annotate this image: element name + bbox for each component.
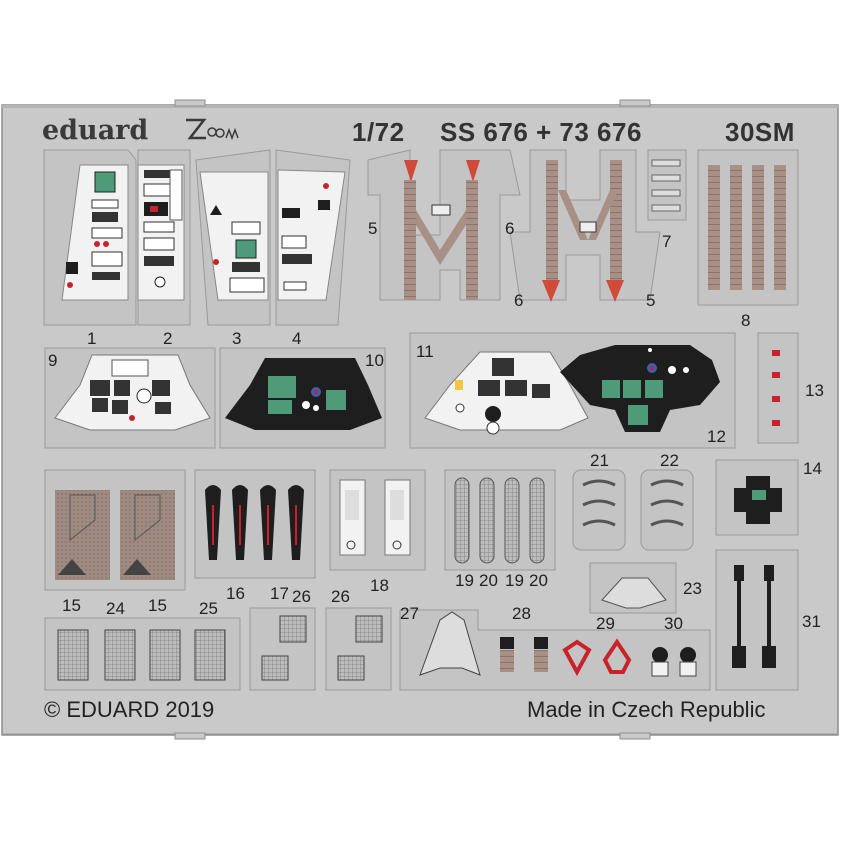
scale: 1/72 — [352, 117, 405, 147]
part-12-panel — [560, 345, 720, 432]
part-label: 5 — [368, 219, 378, 238]
part-label: 5 — [646, 291, 656, 310]
part-label: 25 — [199, 599, 218, 618]
part-9-panel — [44, 347, 216, 449]
part-8-straps — [697, 149, 799, 306]
part-label: 19 — [455, 571, 474, 590]
part-label: 21 — [590, 451, 609, 470]
part-label: 9 — [48, 351, 58, 370]
part-14-box — [715, 459, 799, 536]
part-label: 26 — [292, 587, 311, 606]
part-label: 20 — [479, 571, 498, 590]
part-2-console — [137, 149, 191, 326]
part-label: 30 — [664, 614, 683, 633]
origin: Made in Czech Republic — [527, 697, 766, 722]
part-label: 13 — [805, 381, 824, 400]
part-label: 27 — [400, 604, 419, 623]
part-label: 2 — [163, 329, 173, 348]
part-label: 6 — [505, 219, 515, 238]
part-label: 12 — [707, 427, 726, 446]
part-label: 7 — [662, 232, 672, 251]
part-10-panel — [219, 347, 386, 449]
parts-16-17-seat-straps — [194, 469, 316, 579]
parts-15-24-25-mesh — [44, 617, 241, 691]
parts-27-30 — [399, 609, 711, 691]
parts-21-22-rails — [572, 469, 694, 551]
part-label: 8 — [741, 311, 751, 330]
parts-5-6-harness-top — [367, 149, 521, 301]
part-label: 6 — [514, 291, 524, 310]
part-label: 16 — [226, 584, 245, 603]
part-1-console — [43, 149, 137, 326]
part-label: 22 — [660, 451, 679, 470]
part-31-straps — [715, 549, 799, 691]
part-4-console — [275, 149, 351, 326]
model: 30SM — [725, 117, 795, 147]
part-label: 3 — [232, 329, 242, 348]
part-label: 20 — [529, 571, 548, 590]
part-label: 24 — [106, 599, 125, 618]
copyright: © EDUARD 2019 — [44, 697, 215, 722]
part-label: 18 — [370, 576, 389, 595]
parts-6-5-harness-bottom — [509, 149, 661, 302]
part-label: 17 — [270, 584, 289, 603]
part-15-seatpads — [44, 469, 186, 591]
set-codes: SS 676 + 73 676 — [440, 117, 642, 147]
part-label: 1 — [87, 329, 97, 348]
part-label: 19 — [505, 571, 524, 590]
part-label: 11 — [416, 342, 434, 361]
part-label: 14 — [803, 459, 822, 478]
parts-19-20-springs — [444, 469, 556, 571]
part-label: 28 — [512, 604, 531, 623]
brand-name: eduard — [42, 115, 149, 146]
part-label: 31 — [802, 612, 821, 631]
part-label: 10 — [365, 351, 384, 370]
zoom-logo — [186, 118, 239, 141]
part-label: 4 — [292, 329, 302, 348]
part-label: 23 — [683, 579, 702, 598]
part-23-bracket — [589, 562, 677, 614]
part-13-handles — [757, 332, 799, 444]
parts-26-grilles — [249, 607, 392, 691]
part-label: 15 — [148, 596, 167, 615]
part-18-plates — [329, 469, 426, 571]
part-7-clips — [647, 149, 687, 221]
part-label: 29 — [596, 614, 615, 633]
part-3-console — [195, 149, 271, 326]
part-label: 15 — [62, 596, 81, 615]
part-label: 26 — [331, 587, 350, 606]
